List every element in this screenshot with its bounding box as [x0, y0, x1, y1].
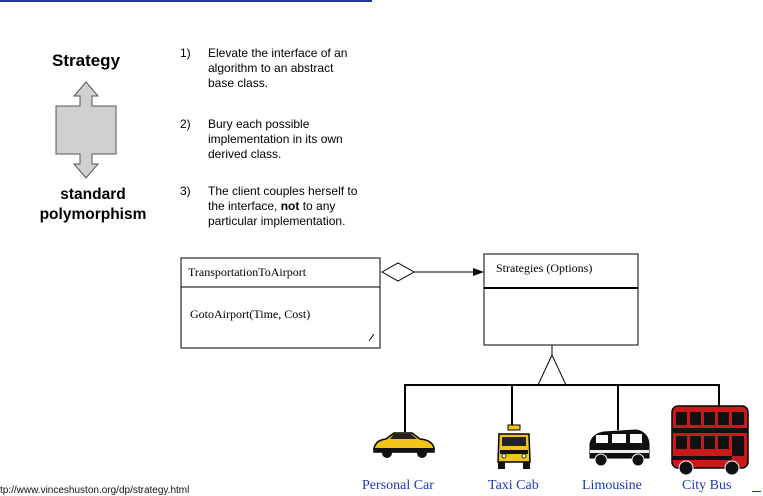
- label-limousine: Limousine: [582, 478, 642, 493]
- label-city-bus: City Bus: [682, 478, 732, 493]
- limousine-icon: [589, 429, 650, 467]
- point-line: base class.: [208, 76, 269, 90]
- personal-car-icon: [373, 432, 435, 458]
- point-2: 2) Bury each possible implementation in …: [180, 117, 420, 167]
- label-underline: [752, 491, 761, 492]
- subtitle: standard polymorphism: [18, 185, 168, 225]
- point-line: particular implementation.: [208, 214, 346, 228]
- point-line: the interface, not to any: [208, 199, 408, 214]
- double-arrow-icon: [55, 81, 117, 179]
- subtitle-line2: polymorphism: [39, 206, 147, 223]
- header-rule: [0, 0, 372, 2]
- point-3: 3) The client couples herself to the int…: [180, 184, 420, 234]
- aggregation-diamond: [380, 262, 416, 282]
- point-emphasis: not: [280, 199, 300, 213]
- strategy-class-box: [483, 253, 639, 346]
- strategy-class-name: Strategies (Options): [496, 261, 593, 275]
- point-number: 3): [180, 184, 191, 198]
- point-number: 2): [180, 117, 191, 131]
- point-text: the interface,: [208, 199, 281, 213]
- subtitle-line1: standard: [60, 186, 126, 203]
- point-line: Elevate the interface of an: [208, 46, 348, 60]
- point-line: implementation in its own: [208, 132, 343, 146]
- source-url: tp://www.vinceshuston.org/dp/strategy.ht…: [0, 485, 190, 496]
- client-class-name: TransportationToAirport: [188, 265, 307, 279]
- point-line: The client couples herself to: [208, 184, 358, 198]
- arrow-head-icon: [473, 268, 484, 276]
- point-line: Bury each possible: [208, 117, 310, 131]
- client-class-box: [180, 257, 381, 349]
- label-personal-car: Personal Car: [362, 478, 434, 493]
- client-class-method: GotoAirport(Time, Cost): [190, 307, 311, 321]
- taxi-cab-icon: [497, 424, 531, 469]
- point-1: 1) Elevate the interface of an algorithm…: [180, 46, 420, 96]
- point-line: algorithm to an abstract: [208, 61, 334, 75]
- strategy-title: Strategy: [52, 51, 121, 70]
- point-text: to any: [299, 199, 336, 213]
- city-bus-icon: [671, 405, 749, 476]
- point-line: derived class.: [208, 147, 282, 161]
- label-taxi-cab: Taxi Cab: [488, 478, 539, 493]
- inheritance-triangle: [537, 353, 567, 386]
- pencil-icon: [368, 333, 375, 342]
- point-number: 1): [180, 46, 191, 60]
